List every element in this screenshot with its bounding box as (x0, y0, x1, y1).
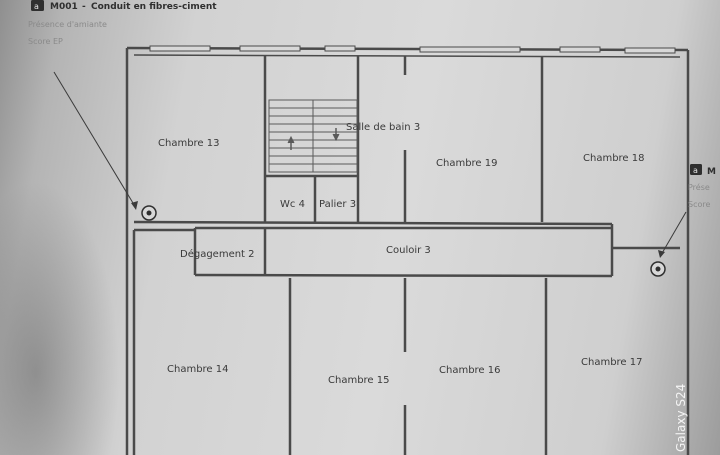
label-wc-4: Wc 4 (280, 199, 305, 210)
marker-badge-left (31, 0, 44, 11)
camera-watermark: Galaxy S24 (674, 384, 688, 452)
leader-line-left (53, 71, 137, 209)
label-chambre-16: Chambre 16 (439, 365, 500, 376)
marker-line2-right: Score (688, 200, 710, 209)
marker-badge-right (690, 164, 702, 175)
label-chambre-13: Chambre 13 (158, 138, 219, 149)
marker-line1-left: Présence d'amiante (28, 19, 107, 29)
leader-line-right (660, 211, 687, 256)
marker-left-header: a M001 - Conduit en fibres-ciment Présen… (28, 0, 217, 46)
label-couloir-3: Couloir 3 (386, 245, 431, 256)
label-chambre-19: Chambre 19 (436, 158, 497, 169)
marker-badge-left-letter: a (34, 2, 39, 11)
marker-badge-right-letter: a (693, 166, 698, 175)
staircase (268, 99, 358, 173)
label-palier-3: Palier 3 (319, 199, 356, 210)
marker-dash: - (82, 2, 86, 12)
wall-outer-top (126, 46, 689, 52)
label-salle-de-bain-3: Salle de bain 3 (346, 122, 420, 133)
marker-point-right (650, 261, 666, 277)
windows (149, 45, 676, 54)
label-chambre-17: Chambre 17 (581, 357, 642, 368)
marker-code-left: M001 (50, 2, 78, 12)
label-chambre-15: Chambre 15 (328, 375, 389, 386)
label-degagement-2: Dégagement 2 (180, 248, 255, 260)
label-chambre-18: Chambre 18 (583, 153, 644, 164)
label-chambre-14: Chambre 14 (167, 364, 228, 375)
marker-code-right: M (707, 167, 716, 177)
marker-line1-right: Prése (688, 182, 710, 192)
marker-right-header: a M Prése Score (688, 164, 716, 209)
marker-line2-left: Score EP (28, 37, 63, 46)
marker-point-left (141, 205, 157, 221)
shadow-overlay (0, 180, 120, 455)
marker-title-left: Conduit en fibres-ciment (91, 2, 217, 12)
walls (125, 46, 690, 455)
